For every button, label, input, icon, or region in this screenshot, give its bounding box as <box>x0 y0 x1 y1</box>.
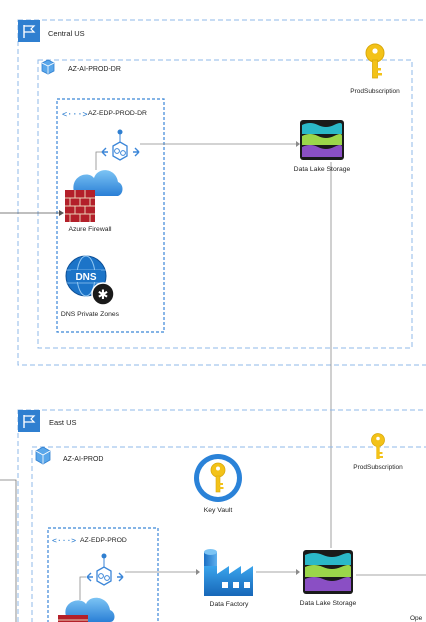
subscription-title: AZ-AI-PROD <box>63 456 103 463</box>
data-factory-icon <box>204 549 253 596</box>
partial-label: Ope <box>410 615 423 622</box>
vnet-dr: <···> AZ-EDP-PROD-DR <box>56 98 165 333</box>
svg-text:<···>: <···> <box>62 110 88 120</box>
vnet-title: AZ-EDP-PROD-DR <box>88 110 147 117</box>
subscription-key-label: ProdSubscription <box>353 464 403 471</box>
private-endpoint-icon <box>101 129 140 161</box>
dns-label: DNS Private Zones <box>61 311 120 318</box>
key-vault-icon <box>194 454 242 502</box>
azure-firewall-icon <box>65 170 123 222</box>
region-east-us: East US <box>17 409 426 622</box>
subscription-prod: AZ-AI-PROD ProdSubscription <box>31 433 426 622</box>
flag-icon <box>23 415 36 428</box>
data-factory-label: Data Factory <box>210 601 250 608</box>
vnet-title: AZ-EDP-PROD <box>80 537 127 544</box>
key-icon <box>371 433 385 459</box>
region-title: Central US <box>48 29 85 38</box>
vnet-prod: <···> AZ-EDP-PROD <box>47 527 159 622</box>
region-title: East US <box>49 418 77 427</box>
svg-text:✱: ✱ <box>98 288 109 303</box>
vnet-icon: <···> <box>52 536 76 545</box>
dns-private-zones-icon: DNS ✱ <box>65 255 115 306</box>
subscription-cube-icon <box>41 59 55 75</box>
subscription-dr: AZ-AI-PROD-DR ProdSubscription <box>37 43 413 349</box>
data-lake-storage-icon <box>300 120 344 160</box>
subscription-key-label: ProdSubscription <box>350 88 400 95</box>
data-lake-storage-icon <box>303 550 353 594</box>
vnet-icon: <···> <box>62 110 88 120</box>
flag-icon <box>23 25 36 38</box>
connector-inbound-firewall <box>0 210 64 216</box>
connector-endpoint-to-data-factory <box>125 569 200 575</box>
key-icon <box>365 43 385 79</box>
connector-data-factory-to-datalake <box>256 569 300 575</box>
connector-inbound-left <box>0 479 17 622</box>
subscription-title: AZ-AI-PROD-DR <box>68 66 121 73</box>
private-endpoint-icon <box>86 553 124 586</box>
firewall-label: Azure Firewall <box>68 226 112 233</box>
region-central-us: Central US <box>17 19 426 366</box>
data-lake-label: Data Lake Storage <box>294 166 351 173</box>
azure-firewall-icon <box>58 597 115 622</box>
data-lake-label: Data Lake Storage <box>300 600 357 607</box>
dns-icon-text: DNS <box>75 272 96 283</box>
key-vault-label: Key Vault <box>204 507 233 514</box>
subscription-cube-icon <box>35 446 51 465</box>
connector-endpoint-to-datalake <box>140 141 300 147</box>
